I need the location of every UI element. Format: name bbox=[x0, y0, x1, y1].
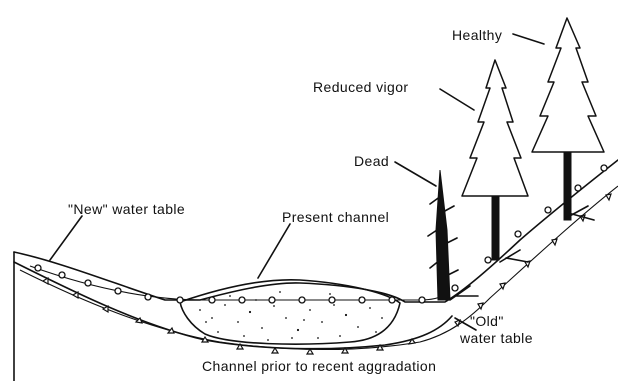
healthy-tree bbox=[532, 18, 604, 220]
old-channel-bed bbox=[14, 262, 452, 349]
root-zone bbox=[450, 206, 594, 300]
label-present-channel: Present channel bbox=[282, 209, 389, 225]
dead-tree bbox=[428, 170, 458, 300]
label-new-water-table: "New" water table bbox=[68, 201, 185, 217]
label-old-water-table-line1: "Old" bbox=[470, 313, 504, 329]
reduced-vigor-tree bbox=[462, 60, 528, 260]
present-channel-deposit bbox=[180, 280, 400, 344]
label-prior-channel: Channel prior to recent aggradation bbox=[202, 358, 436, 374]
label-healthy: Healthy bbox=[452, 27, 502, 43]
label-old-water-table-line2: water table bbox=[459, 330, 533, 346]
label-dead: Dead bbox=[354, 153, 389, 169]
deposit-speckles bbox=[199, 291, 383, 341]
label-reduced-vigor: Reduced vigor bbox=[313, 79, 408, 95]
